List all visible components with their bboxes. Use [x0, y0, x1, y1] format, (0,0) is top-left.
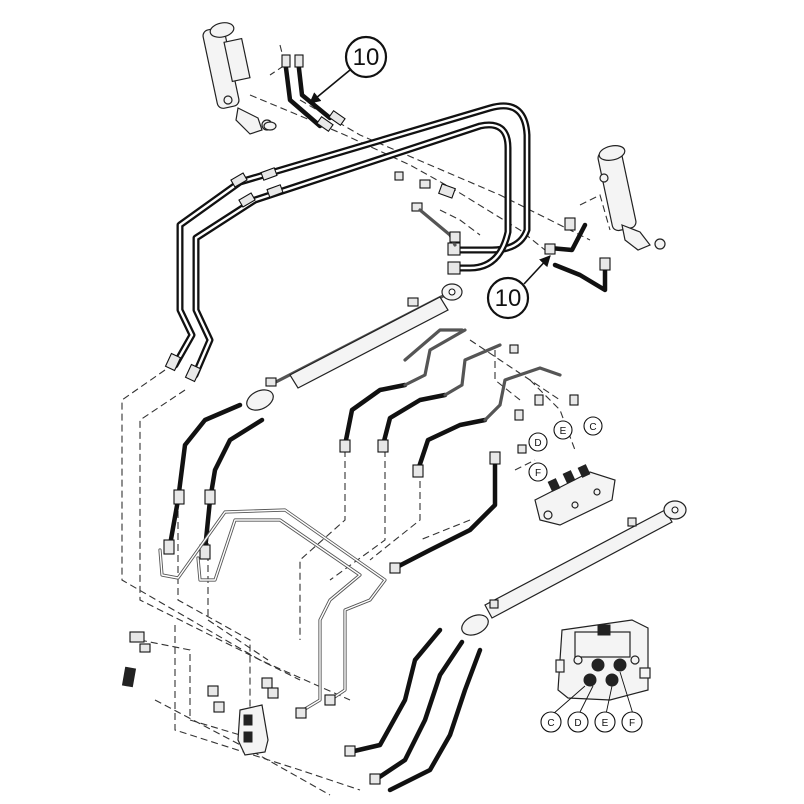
inset-callout-e-label: E: [602, 718, 609, 729]
dashed-routing-lines: [121, 44, 611, 796]
callout-f-top: [528, 462, 548, 482]
callout-10-right: 10: [486, 255, 551, 320]
control-valve-upper: [517, 444, 616, 526]
inset-callout-f-label: F: [629, 718, 635, 729]
hose-10-upper: [281, 54, 346, 133]
callout-c-top: [583, 416, 603, 436]
center-top-fittings: [394, 171, 461, 247]
valve-callouts: D E C F: [528, 416, 603, 482]
middle-hoses: [339, 328, 579, 478]
callout-c-top-label: C: [589, 422, 596, 433]
callout-10-right-label: 10: [495, 285, 522, 312]
inset-callout-d-label: D: [574, 718, 581, 729]
inset-callout-d: [567, 711, 589, 733]
inset-callouts: C D E F: [540, 671, 643, 733]
callout-d-top: [528, 432, 548, 452]
inset-callout-e: [594, 711, 616, 733]
left-long-hoses: [163, 402, 265, 560]
inset-callout-c: [540, 711, 562, 733]
left-lift-cylinder: [202, 22, 277, 135]
callout-10-top-label: 10: [353, 44, 380, 71]
callout-d-top-label: D: [534, 438, 541, 449]
callout-f-top-label: F: [535, 468, 541, 479]
right-lift-cylinder: [597, 145, 666, 251]
hose-10-lower: [544, 217, 611, 293]
main-hose-loop: [164, 102, 531, 383]
inset-callout-f: [621, 711, 643, 733]
valve-hose-down: [389, 451, 501, 574]
inset-valve: [555, 619, 651, 701]
upper-boom-cylinder: [246, 283, 463, 411]
callout-10-top: 10: [309, 35, 388, 104]
lower-boom-cylinder: [461, 500, 687, 636]
inset-callout-c-label: C: [547, 718, 554, 729]
bottom-left-valve: [121, 631, 279, 756]
steel-tube-assembly: [158, 508, 387, 719]
callout-e-top: [553, 420, 573, 440]
lower-hoses: [344, 627, 483, 793]
callout-e-top-label: E: [560, 426, 567, 437]
